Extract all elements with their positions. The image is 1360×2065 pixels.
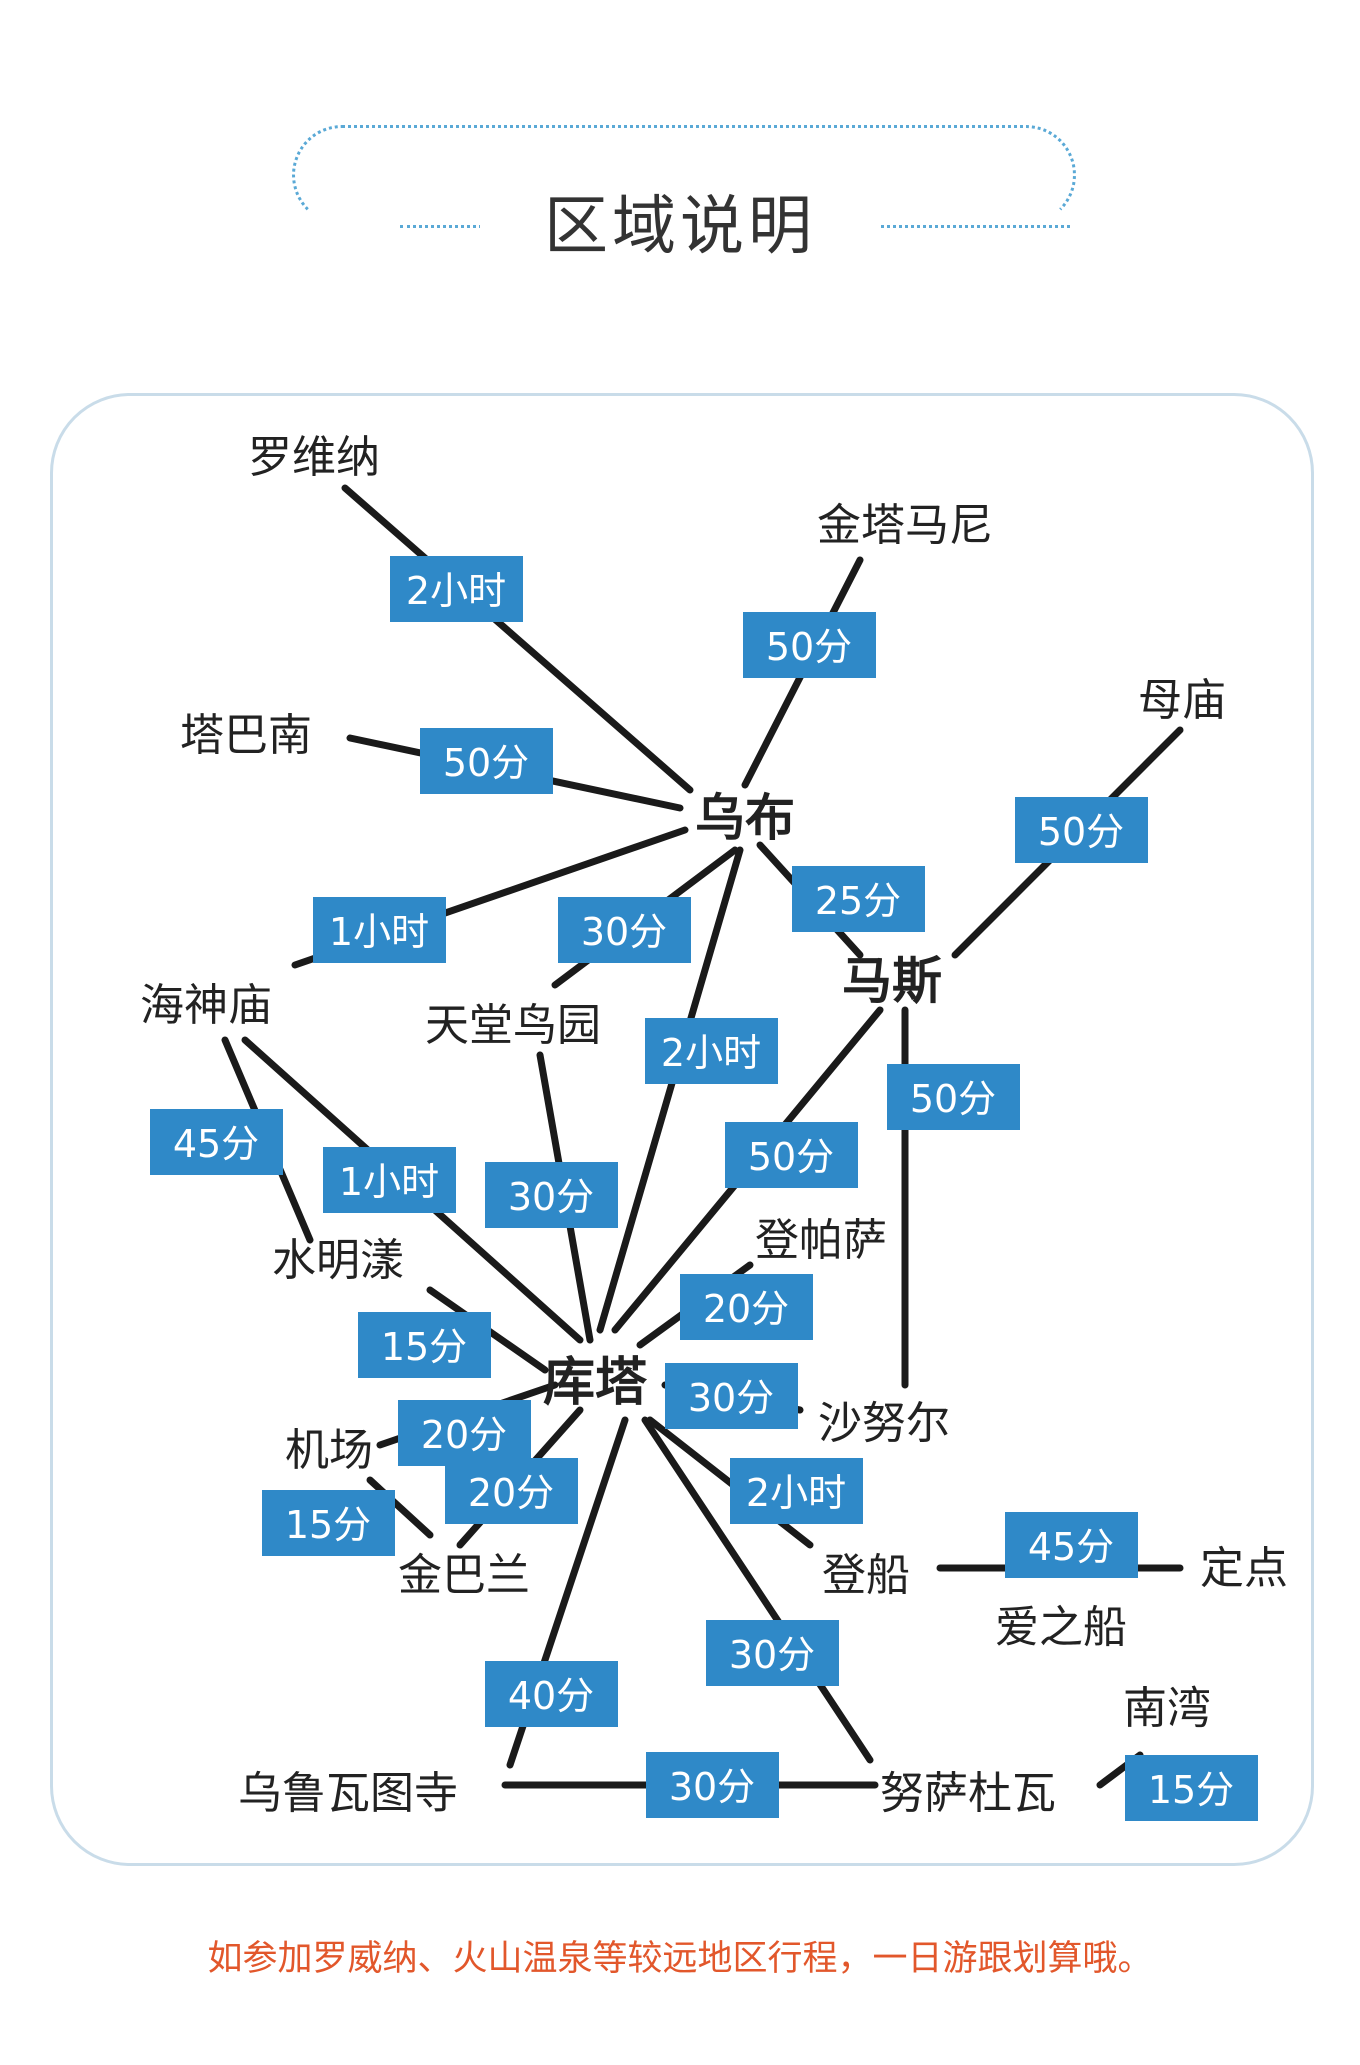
place-masi: 马斯 — [842, 952, 942, 1010]
place-mumiao: 母庙 — [1138, 675, 1226, 726]
place-dengchuan: 登船 — [822, 1550, 910, 1601]
time-wuluwatu-nusaduwa: 30分 — [669, 1765, 755, 1809]
time-nusaduwa-nanwan: 15分 — [1148, 1768, 1234, 1812]
badge-wubu-haishen: 1小时 — [313, 897, 446, 963]
time-shanuer-kuta: 30分 — [688, 1376, 774, 1420]
badge-wuluwatu-nusaduwa: 30分 — [646, 1752, 779, 1818]
badge-jichang-jinbalan: 15分 — [262, 1490, 395, 1556]
badge-jinbalan-kuta: 20分 — [445, 1458, 578, 1524]
time-luoweina-wubu: 2小时 — [406, 569, 506, 613]
badge-kuta-wuluwatu: 40分 — [485, 1661, 618, 1727]
badge-haishen-kuta: 1小时 — [323, 1147, 456, 1213]
page-title: 区域说明 — [480, 182, 880, 272]
time-kuta-dengchuan: 2小时 — [746, 1471, 846, 1515]
place-dingdian: 定点 — [1200, 1543, 1288, 1594]
time-badges: 2小时 50分 50分 50分 25分 1小时 30分 2小时 50分 50分 … — [150, 556, 1258, 1821]
place-jinbalan: 金巴兰 — [398, 1550, 530, 1601]
time-mumiao-masi: 50分 — [1038, 810, 1124, 854]
badge-kuta-dengchuan: 2小时 — [730, 1458, 863, 1524]
time-masi-kuta: 50分 — [748, 1135, 834, 1179]
route-lines — [221, 484, 1184, 1789]
place-shanuer: 沙努尔 — [818, 1398, 950, 1449]
badge-wubu-masi: 25分 — [792, 866, 925, 932]
time-masi-shanuer: 50分 — [910, 1077, 996, 1121]
badge-wubu-tiantang: 30分 — [558, 897, 691, 963]
time-wubu-kuta: 2小时 — [661, 1031, 761, 1075]
time-wubu-masi: 25分 — [815, 879, 901, 923]
place-haishenmiao: 海神庙 — [140, 980, 272, 1031]
badge-kuta-nusaduwa: 30分 — [706, 1620, 839, 1686]
time-jichang-kuta: 20分 — [421, 1413, 507, 1457]
time-jichang-jinbalan: 15分 — [285, 1503, 371, 1547]
time-wubu-tiantang: 30分 — [581, 910, 667, 954]
map-frame — [50, 393, 1314, 1866]
place-wubu: 乌布 — [695, 789, 795, 847]
badge-nusaduwa-nanwan: 15分 — [1125, 1755, 1258, 1821]
badge-tiantang-kuta: 30分 — [485, 1162, 618, 1228]
line-wubu-kuta — [596, 846, 744, 1334]
line-jichang-jinbalan — [366, 1476, 434, 1539]
place-wuluwatusi: 乌鲁瓦图寺 — [238, 1768, 458, 1819]
time-kuta-nusaduwa: 30分 — [729, 1633, 815, 1677]
line-kuta-nusaduwa — [641, 1416, 874, 1764]
time-dengpasa-kuta: 20分 — [703, 1287, 789, 1331]
place-nusaduwa: 努萨杜瓦 — [880, 1768, 1056, 1819]
badge-luoweina-wubu: 2小时 — [390, 556, 523, 622]
place-aizhichuan: 爱之船 — [995, 1602, 1127, 1653]
badge-shanuer-kuta: 30分 — [665, 1363, 798, 1429]
title-pill-outline — [292, 125, 1076, 225]
place-dengpasa: 登帕萨 — [755, 1215, 887, 1266]
badge-masi-shanuer: 50分 — [887, 1064, 1020, 1130]
place-jintamani: 金塔马尼 — [817, 500, 993, 551]
badge-wubu-kuta: 2小时 — [645, 1018, 778, 1084]
badge-tabanan-wubu: 50分 — [420, 728, 553, 794]
place-labels: 罗维纳 金塔马尼 塔巴南 乌布 母庙 海神庙 天堂鸟园 马斯 水明漾 登帕萨 库… — [140, 432, 1288, 1819]
line-luoweina-wubu — [341, 484, 694, 794]
place-luoweina: 罗维纳 — [248, 432, 380, 483]
time-jintamani-wubu: 50分 — [766, 625, 852, 669]
time-jinbalan-kuta: 20分 — [468, 1471, 554, 1515]
badge-mumiao-masi: 50分 — [1015, 797, 1148, 863]
time-shuiming-kuta: 15分 — [381, 1325, 467, 1369]
time-kuta-wuluwatu: 40分 — [508, 1674, 594, 1718]
badge-haishen-shuiming: 45分 — [150, 1109, 283, 1175]
time-haishen-kuta: 1小时 — [339, 1160, 439, 1204]
title-dash-right — [845, 225, 1070, 228]
title-dash-left — [400, 225, 525, 228]
place-tabanan: 塔巴南 — [180, 710, 312, 761]
place-tiantang: 天堂鸟园 — [425, 1000, 601, 1051]
time-tiantang-kuta: 30分 — [508, 1175, 594, 1219]
time-wubu-haishen: 1小时 — [329, 910, 429, 954]
badge-shuiming-kuta: 15分 — [358, 1312, 491, 1378]
place-jichang: 机场 — [285, 1425, 373, 1476]
time-dengchuan-dingdian: 45分 — [1028, 1525, 1114, 1569]
place-shuimingyang: 水明漾 — [272, 1235, 404, 1286]
badge-jichang-kuta: 20分 — [398, 1400, 531, 1466]
time-tabanan-wubu: 50分 — [443, 741, 529, 785]
badge-jintamani-wubu: 50分 — [743, 612, 876, 678]
time-haishen-shuiming: 45分 — [173, 1122, 259, 1166]
place-kuta: 库塔 — [543, 1353, 648, 1413]
badge-dengchuan-dingdian: 45分 — [1005, 1512, 1138, 1578]
badge-masi-kuta: 50分 — [725, 1122, 858, 1188]
footer-note: 如参加罗威纳、火山温泉等较远地区行程，一日游跟划算哦。 — [207, 1939, 1153, 1979]
place-nanwan: 南湾 — [1123, 1683, 1211, 1734]
badge-dengpasa-kuta: 20分 — [680, 1274, 813, 1340]
